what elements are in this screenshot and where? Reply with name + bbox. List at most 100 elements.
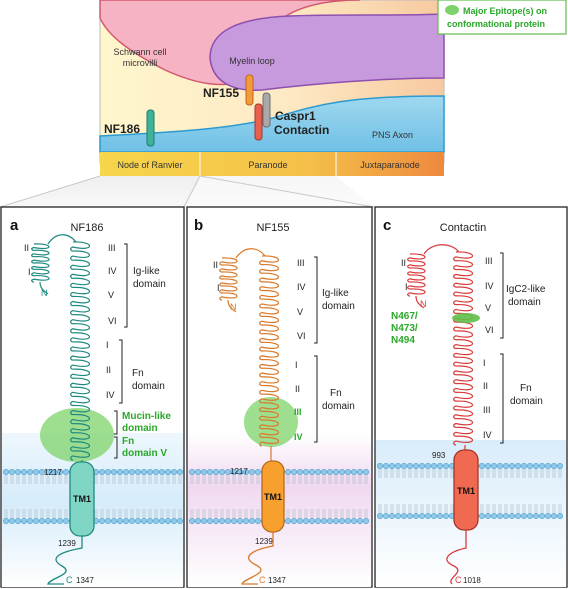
panel-a-lipid-tail-bottom [130, 509, 134, 518]
panel-c-tm-label: TM1 [457, 486, 475, 496]
panel-a-epitope-highlight [40, 408, 114, 462]
zoom-line-2 [183, 175, 201, 208]
panel-b-c-number: 1347 [268, 576, 286, 585]
panel-a-lipid-head-top [171, 468, 178, 475]
panel-b-letter: b [194, 217, 203, 234]
panel-c-lipid-tail-top [396, 469, 400, 478]
panel-a-lipid-tail-top [142, 475, 146, 484]
panel-a-mucin-label-2: domain [122, 423, 158, 434]
zoom-line-3 [199, 175, 375, 208]
panel-c-lipid-head-bottom [556, 512, 563, 519]
panel-b-lipid-tail-top [352, 475, 356, 484]
panel-a-lipid-head-top [99, 468, 106, 475]
panel-c-tm-start: 993 [432, 451, 446, 460]
panel-a-lipid-tail-top [154, 475, 158, 484]
panel-b-lipid-tail-bottom [340, 509, 344, 518]
panel-c-lipid-tail-top [444, 469, 448, 478]
panel-b-lipid-tail-top [190, 475, 194, 484]
panel-a-lipid-tail-top [106, 475, 110, 484]
panel-a-lipid-head-top [38, 468, 45, 475]
panel-a-mucin-bracket [114, 410, 118, 435]
panel-a-lipid-head-bottom [123, 517, 130, 524]
panel-b-lipid-head-bottom [326, 517, 333, 524]
panel-c-lipid-head-top [508, 462, 515, 469]
panel-b-fn-numeral-III: III [294, 407, 302, 417]
panel-a-lipid-tail-bottom [112, 509, 116, 518]
panel-c-lipid-tail-top [522, 469, 526, 478]
panel-a-lipid-tail-top [100, 475, 104, 484]
panel-b-lipid-tail-bottom [310, 509, 314, 518]
panel-c-lipid-head-top [532, 462, 539, 469]
panel-b-lipid-tail-bottom [256, 509, 260, 518]
panel-b-lipid-head-bottom [338, 517, 345, 524]
panel-b-n-terminus: N [230, 302, 237, 312]
panel-b-lipid-head-bottom [255, 517, 262, 524]
panel-c-title: Contactin [440, 222, 486, 234]
panel-b-ig-numeral-III: III [297, 258, 305, 268]
panel-b-lipid-head-top [308, 468, 315, 475]
panel-c-lipid-head-bottom [496, 512, 503, 519]
panel-b-nf155: b NF155 II I III IV V VI I II III IV Ig-… [186, 206, 373, 588]
panel-b-lipid-tail-top [358, 475, 362, 484]
panel-a-ig-numeral-III: III [108, 243, 116, 253]
panel-c-lipid-tail-bottom [522, 504, 526, 513]
panel-c-lipid-tail-top [504, 469, 508, 478]
panel-a-lipid-tail-bottom [16, 509, 20, 518]
panel-a-fn5-bracket [114, 436, 118, 459]
panel-c-lipid-tail-top [420, 469, 424, 478]
panel-c-lipid-head-top [388, 462, 395, 469]
panel-a-protein-coils [31, 234, 91, 462]
panel-a-lipid-tail-top [64, 475, 68, 484]
panel-a-lipid-head-top [135, 468, 142, 475]
panel-c-lipid-head-top [430, 462, 437, 469]
panel-c-c-terminus: C [455, 575, 462, 585]
panel-c-lipid-tail-top [492, 469, 496, 478]
panel-c-lipid-head-bottom [388, 512, 395, 519]
panel-c-lipid-head-top [502, 462, 509, 469]
panel-b-lipid-tail-top [208, 475, 212, 484]
panel-a-lipid-tail-bottom [94, 509, 98, 518]
panel-c-lipid-tail-top [408, 469, 412, 478]
panel-b-lipid-head-bottom [356, 517, 363, 524]
panel-a-lipid-head-top [111, 468, 118, 475]
panel-b-lipid-head-bottom [314, 517, 321, 524]
panel-c-lipid-tail-top [480, 469, 484, 478]
panel-c-lipid-head-bottom [430, 512, 437, 519]
panel-a-n-terminus: N [41, 288, 48, 298]
panel-a-lipid-head-bottom [147, 517, 154, 524]
panel-c-lipid-head-bottom [514, 512, 521, 519]
panel-a-lipid-head-bottom [44, 517, 51, 524]
panel-c-lipid-tail-bottom [378, 504, 382, 513]
panel-b-fn-bracket [314, 355, 318, 443]
panel-b-lipid-head-bottom [362, 517, 369, 524]
panel-c-lipid-head-top [484, 462, 491, 469]
panel-a-lipid-head-top [153, 468, 160, 475]
panel-a-fn-numeral-IV: IV [106, 390, 115, 400]
schwann-label-line2: microvilli [123, 58, 158, 68]
panel-a-lipid-head-bottom [135, 517, 142, 524]
panel-a-lipid-head-bottom [38, 517, 45, 524]
panel-b-lipid-tail-bottom [352, 509, 356, 518]
panel-c-letter: c [383, 217, 391, 234]
panel-b-lipid-head-top [356, 468, 363, 475]
panel-b-lipid-tail-top [310, 475, 314, 484]
panel-c-lipid-tail-top [486, 469, 490, 478]
panel-a-lipid-head-bottom [56, 517, 63, 524]
panel-a-lipid-tail-bottom [136, 509, 140, 518]
panel-c-ig-numeral-V: V [485, 303, 491, 313]
panel-b-lipid-tail-bottom [196, 509, 200, 518]
panel-c-fn-numeral-I: I [483, 358, 486, 368]
panel-a-lipid-head-bottom [9, 517, 16, 524]
panel-c-contactin: c Contactin II I III IV V VI I II III IV… [374, 206, 568, 588]
panel-c-lipid-tail-top [498, 469, 502, 478]
panel-c-lipid-head-bottom [538, 512, 545, 519]
panel-c-lipid-tail-top [450, 469, 454, 478]
panel-b-c-terminus: C [259, 575, 266, 585]
panel-a-lipid-head-bottom [117, 517, 124, 524]
panel-b-lipid-tail-top [340, 475, 344, 484]
panel-a-lipid-tail-bottom [40, 509, 44, 518]
panel-b-ig-numeral-I: I [217, 283, 220, 293]
panel-a-lipid-tail-bottom [178, 509, 182, 518]
panel-c-lipid-tail-bottom [384, 504, 388, 513]
panel-c-lipid-head-bottom [526, 512, 533, 519]
